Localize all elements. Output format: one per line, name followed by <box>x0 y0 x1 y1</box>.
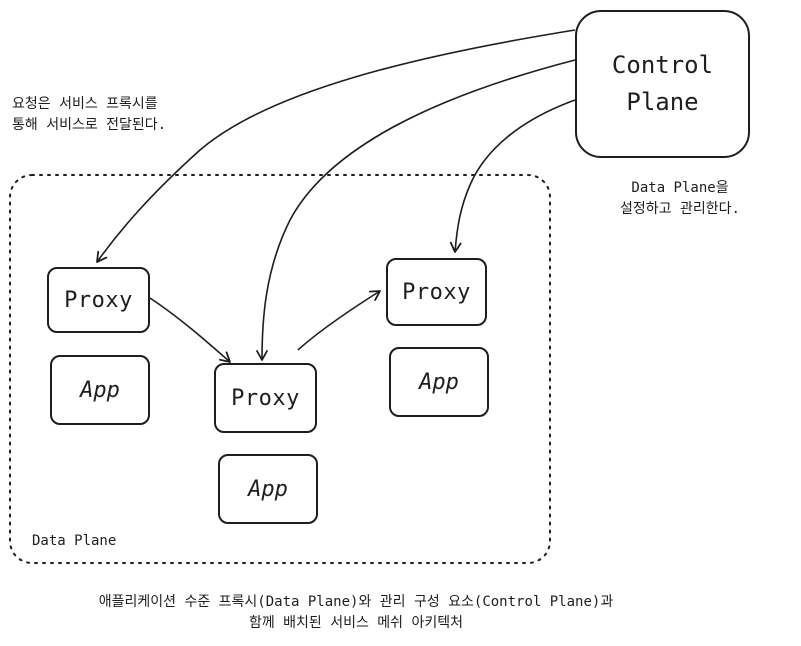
app-label: App <box>248 476 288 502</box>
proxy-label: Proxy <box>64 287 133 313</box>
control-plane-note-line-1: Data Plane을 <box>631 180 729 196</box>
app-box-1: App <box>50 355 150 425</box>
request-routing-note: 요청은 서비스 프록시를 통해 서비스로 전달된다. <box>12 94 166 136</box>
app-box-3: App <box>389 347 489 417</box>
app-box-2: App <box>218 454 318 524</box>
control-plane-label-line-2: Plane <box>626 88 699 116</box>
request-routing-note-line-1: 요청은 서비스 프록시를 <box>12 96 158 112</box>
arrow-control-to-proxy-3 <box>449 99 576 253</box>
diagram-caption-line-1: 애플리케이션 수준 프록시(Data Plane)와 관리 구성 요소(Cont… <box>98 594 614 610</box>
arrow-proxy-1-to-proxy-2 <box>149 297 231 363</box>
control-plane-label-line-1: Control <box>611 50 714 79</box>
control-plane-note-line-2: 설정하고 관리한다. <box>620 201 740 217</box>
data-plane-boundary <box>9 174 551 564</box>
proxy-box-1: Proxy <box>47 267 150 333</box>
proxy-box-2: Proxy <box>214 363 317 433</box>
app-label: App <box>80 377 120 403</box>
arrow-proxy-2-to-proxy-3 <box>297 290 381 351</box>
control-plane-box: Control Plane <box>575 10 750 158</box>
proxy-box-3: Proxy <box>386 258 487 326</box>
data-plane-label: Data Plane <box>32 533 117 549</box>
arrow-control-to-proxy-2 <box>256 59 576 361</box>
diagram-caption: 애플리케이션 수준 프록시(Data Plane)와 관리 구성 요소(Cont… <box>0 592 712 634</box>
request-routing-note-line-2: 통해 서비스로 전달된다. <box>12 117 167 133</box>
proxy-label: Proxy <box>402 279 471 305</box>
diagram-caption-line-2: 함께 배치된 서비스 메쉬 아키텍처 <box>248 615 464 631</box>
control-plane-note: Data Plane을 설정하고 관리한다. <box>600 178 760 220</box>
proxy-label: Proxy <box>231 385 300 411</box>
arrow-control-to-proxy-1 <box>96 29 576 263</box>
app-label: App <box>419 369 459 395</box>
